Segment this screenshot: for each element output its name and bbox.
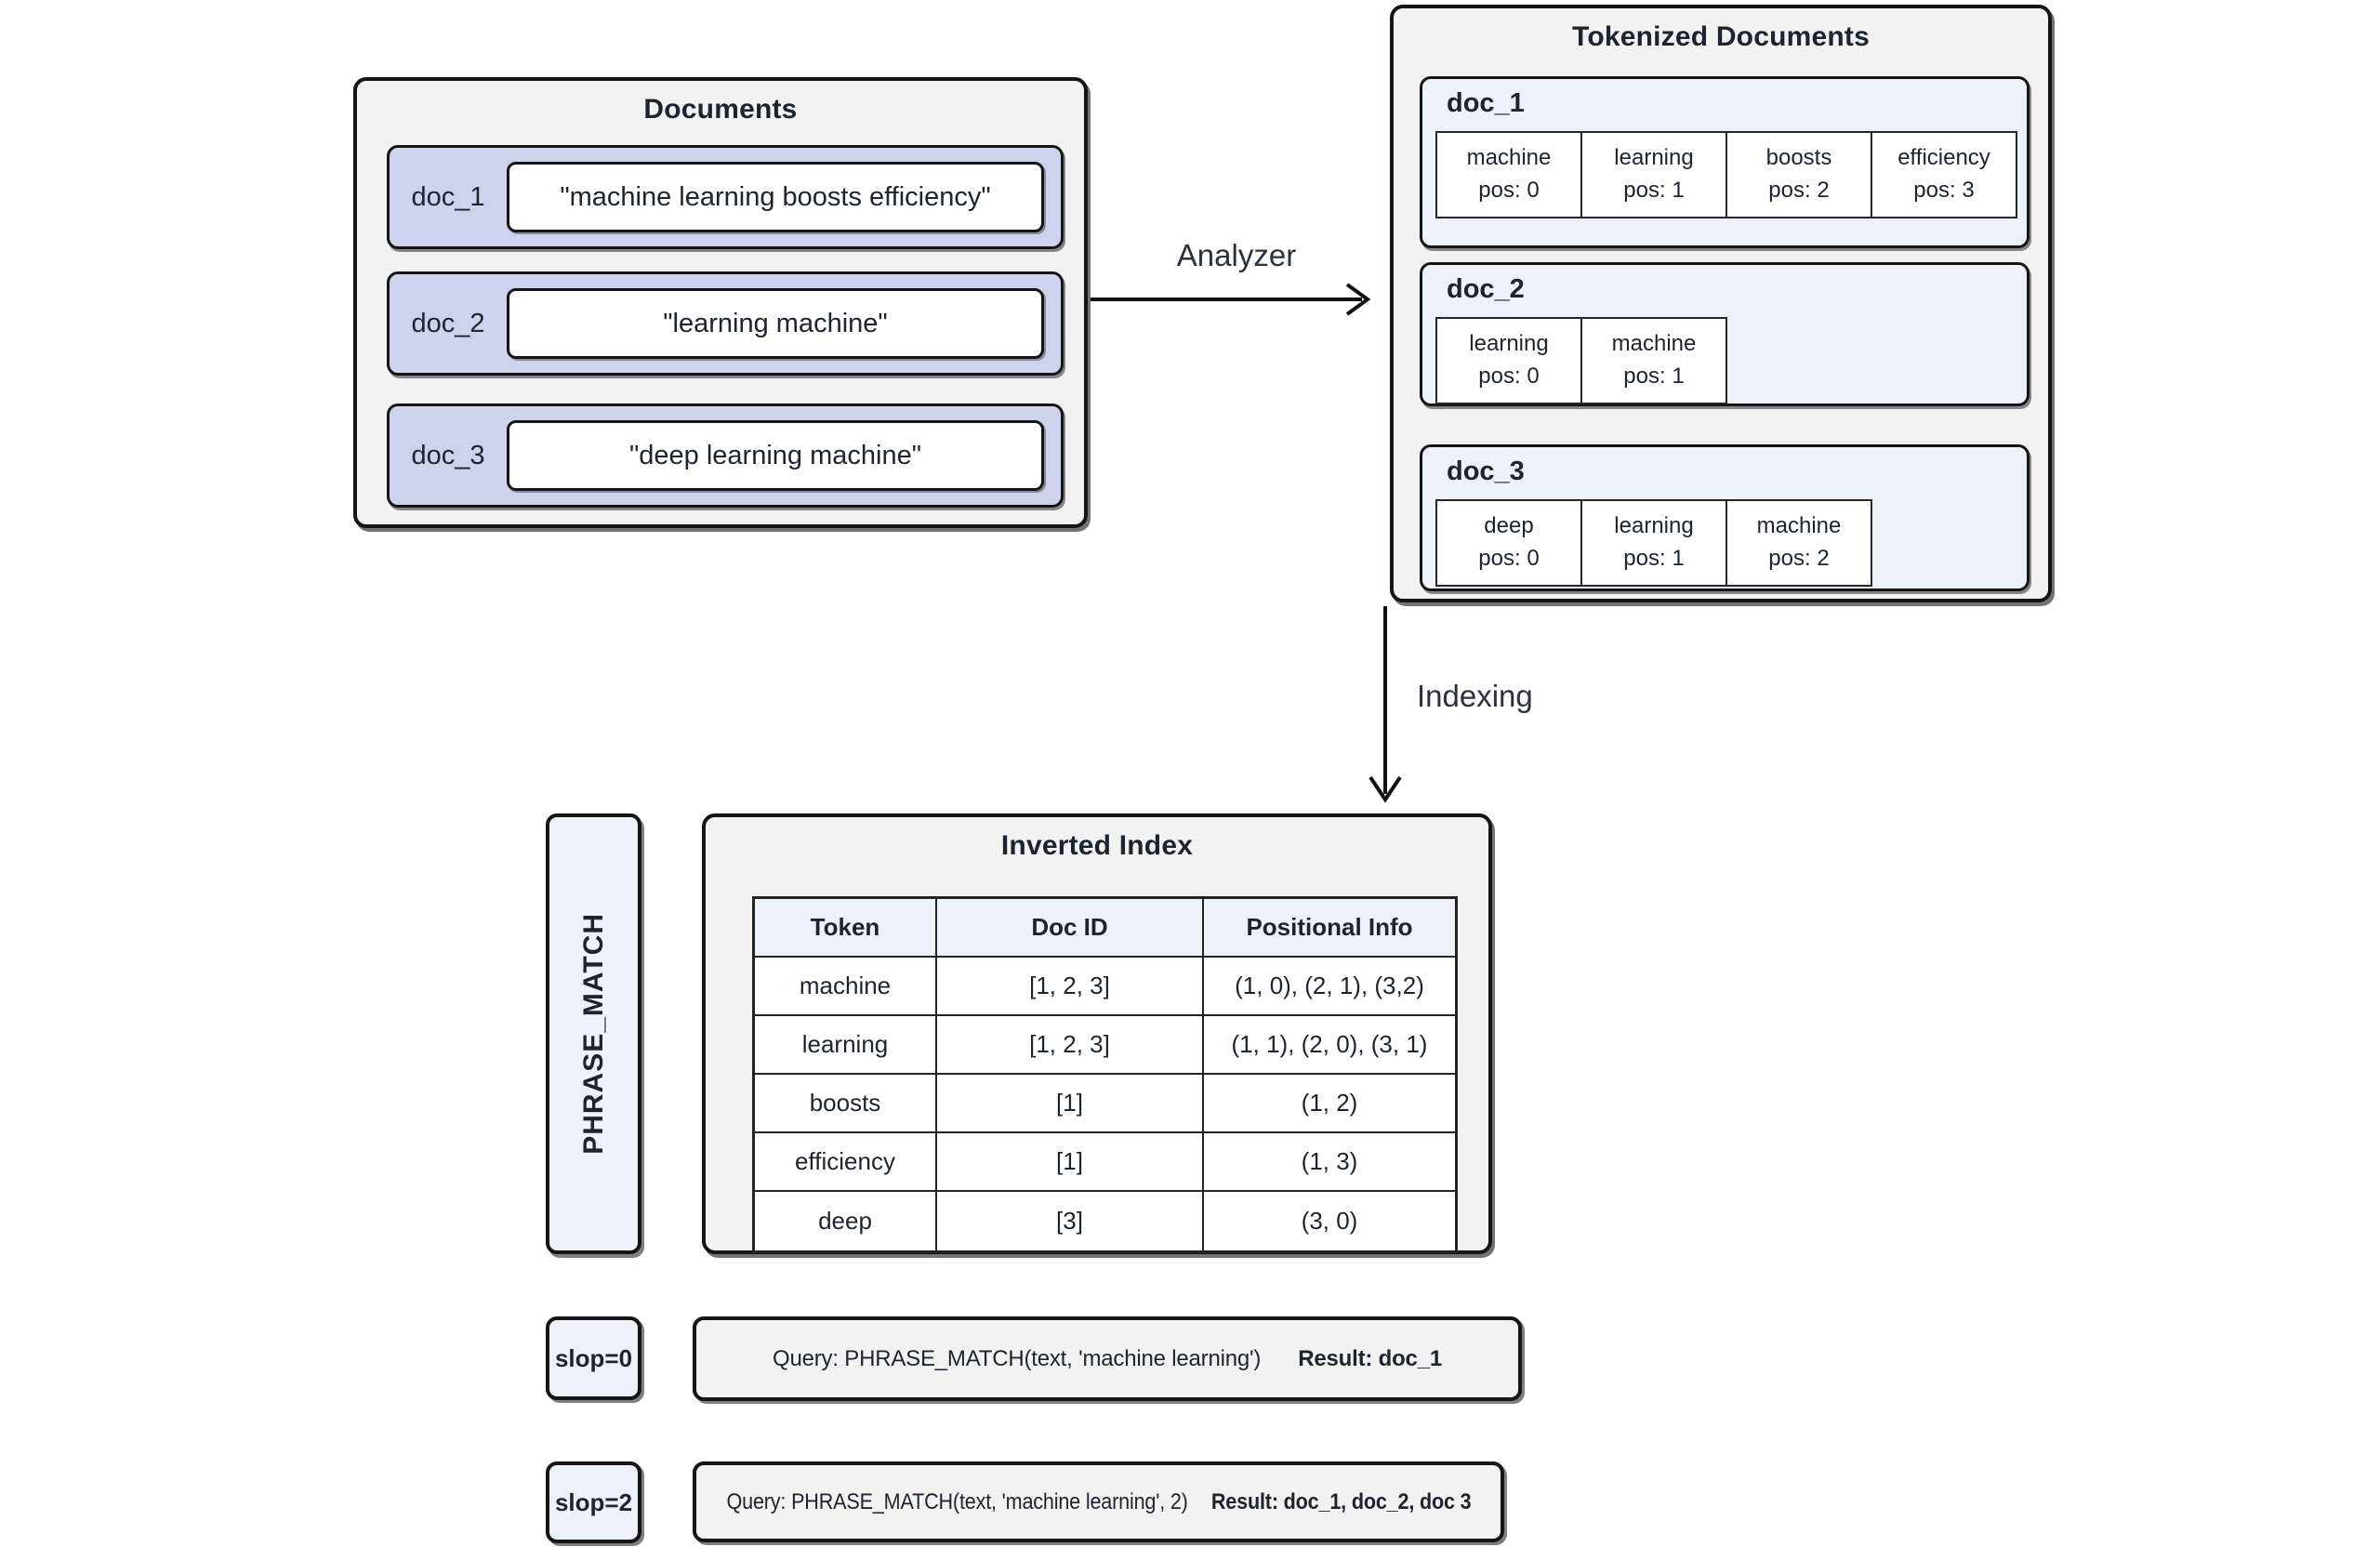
documents-panel-title: Documents	[643, 94, 798, 125]
doc-id-label: doc_3	[411, 440, 485, 470]
token-strip: deep pos: 0 learning pos: 1 machine pos:…	[1435, 499, 1872, 587]
document-row-doc-2: doc_2 "learning machine"	[387, 271, 1064, 376]
table-cell-positions: (3, 0)	[1204, 1192, 1455, 1250]
query-line: Query: PHRASE_MATCH(text, 'machine learn…	[773, 1346, 1442, 1372]
table-cell-docid: [1, 2, 3]	[937, 958, 1204, 1016]
token-text: machine	[1611, 331, 1697, 357]
slop-0-label: slop=0	[554, 1343, 633, 1372]
inverted-index-table: Token Doc ID Positional Info machine [1,…	[752, 896, 1458, 1253]
token-cell: deep pos: 0	[1435, 499, 1582, 587]
tokenized-documents-panel: Tokenized Documents doc_1 machine pos: 0…	[1390, 5, 2052, 602]
token-pos: pos: 3	[1913, 178, 1975, 203]
token-pos: pos: 1	[1623, 178, 1685, 203]
table-cell-positions: (1, 1), (2, 0), (3, 1)	[1204, 1016, 1455, 1075]
table-cell-token: boosts	[755, 1075, 937, 1133]
phrase-match-label: PHRASE_MATCH	[577, 913, 609, 1155]
table-cell-token: efficiency	[755, 1133, 937, 1192]
indexing-arrow	[1368, 606, 1402, 803]
token-text: learning	[1614, 513, 1694, 539]
token-cell: learning pos: 1	[1580, 131, 1727, 218]
document-row-doc-1: doc_1 "machine learning boosts efficienc…	[387, 145, 1064, 249]
tokenized-doc-3: doc_3 deep pos: 0 learning pos: 1 machin…	[1420, 444, 2030, 591]
token-cell: machine pos: 1	[1580, 317, 1727, 404]
token-pos: pos: 0	[1478, 546, 1540, 571]
query-text: Query: PHRASE_MATCH(text, 'machine learn…	[772, 1345, 1262, 1371]
doc-text-value: "deep learning machine"	[507, 420, 1044, 491]
inverted-index-title: Inverted Index	[1000, 830, 1194, 861]
document-row-doc-3: doc_3 "deep learning machine"	[387, 403, 1064, 508]
indexing-arrow-label: Indexing	[1417, 679, 1533, 713]
slop-0-box: slop=0	[546, 1316, 641, 1400]
tokenized-doc-2: doc_2 learning pos: 0 machine pos: 1	[1420, 262, 2030, 406]
doc-id-label: doc_1	[411, 181, 485, 212]
phrase-match-box: PHRASE_MATCH	[546, 813, 641, 1254]
token-pos: pos: 1	[1623, 546, 1685, 571]
token-pos: pos: 1	[1623, 364, 1685, 389]
column-header-positional-info: Positional Info	[1204, 899, 1455, 958]
token-cell: machine pos: 2	[1726, 499, 1872, 587]
analyzer-arrow-label: Analyzer	[1176, 238, 1297, 272]
documents-panel: Documents doc_1 "machine learning boosts…	[353, 77, 1088, 528]
doc-text-value: "machine learning boosts efficiency"	[507, 162, 1044, 232]
token-text: learning	[1469, 331, 1549, 357]
token-strip: machine pos: 0 learning pos: 1 boosts po…	[1435, 131, 2017, 218]
query-box-slop-0: Query: PHRASE_MATCH(text, 'machine learn…	[693, 1316, 1522, 1401]
token-text: machine	[1756, 513, 1842, 539]
query-line: Query: PHRASE_MATCH(text, 'machine learn…	[726, 1489, 1471, 1515]
token-cell: learning pos: 0	[1435, 317, 1582, 404]
column-header-doc-id: Doc ID	[937, 899, 1204, 958]
query-text: Query: PHRASE_MATCH(text, 'machine learn…	[726, 1488, 1188, 1514]
token-pos: pos: 0	[1478, 178, 1540, 203]
token-text: learning	[1614, 145, 1694, 171]
tokenized-doc-id: doc_3	[1447, 456, 1525, 486]
table-cell-docid: [3]	[937, 1192, 1204, 1250]
tokenized-doc-1: doc_1 machine pos: 0 learning pos: 1 boo…	[1420, 76, 2030, 248]
query-result: Result: doc_1, doc_2, doc 3	[1210, 1488, 1472, 1514]
table-cell-docid: [1]	[937, 1133, 1204, 1192]
token-cell: boosts pos: 2	[1726, 131, 1872, 218]
table-cell-token: learning	[755, 1016, 937, 1075]
tokenized-doc-id: doc_2	[1447, 274, 1525, 304]
token-cell: efficiency pos: 3	[1871, 131, 2017, 218]
token-text: boosts	[1765, 145, 1832, 171]
token-text: machine	[1466, 145, 1552, 171]
table-cell-positions: (1, 3)	[1204, 1133, 1455, 1192]
table-cell-positions: (1, 2)	[1204, 1075, 1455, 1133]
inverted-index-panel: Inverted Index Token Doc ID Positional I…	[702, 813, 1492, 1254]
slop-2-box: slop=2	[546, 1461, 641, 1543]
column-header-token: Token	[755, 899, 937, 958]
token-pos: pos: 2	[1768, 178, 1830, 203]
tokenized-panel-title: Tokenized Documents	[1572, 21, 1870, 52]
slop-2-label: slop=2	[554, 1488, 633, 1516]
tokenized-doc-id: doc_1	[1447, 88, 1525, 118]
query-result: Result: doc_1	[1298, 1345, 1442, 1371]
doc-text-value: "learning machine"	[507, 288, 1044, 359]
analyzer-arrow	[1091, 283, 1371, 316]
token-text: deep	[1484, 513, 1534, 539]
token-pos: pos: 2	[1768, 546, 1830, 571]
doc-id-label: doc_2	[411, 308, 485, 338]
table-cell-docid: [1, 2, 3]	[937, 1016, 1204, 1075]
table-cell-token: deep	[755, 1192, 937, 1250]
token-pos: pos: 0	[1478, 364, 1540, 389]
table-cell-positions: (1, 0), (2, 1), (3,2)	[1204, 958, 1455, 1016]
token-strip: learning pos: 0 machine pos: 1	[1435, 317, 1727, 404]
query-box-slop-2: Query: PHRASE_MATCH(text, 'machine learn…	[693, 1461, 1504, 1542]
token-cell: learning pos: 1	[1580, 499, 1727, 587]
table-cell-token: machine	[755, 958, 937, 1016]
token-text: efficiency	[1897, 145, 1990, 171]
table-cell-docid: [1]	[937, 1075, 1204, 1133]
token-cell: machine pos: 0	[1435, 131, 1582, 218]
